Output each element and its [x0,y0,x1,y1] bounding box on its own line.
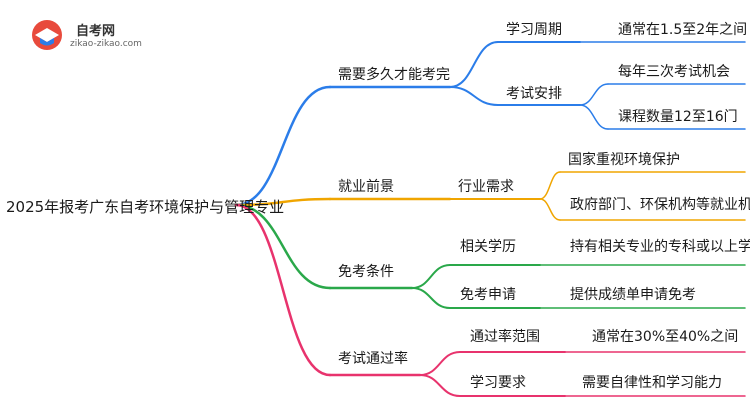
branch-duration: 需要多久才能考完 [338,67,450,83]
leaf-education: 持有相关专业的专科或以上学历 [570,239,750,255]
leaf-exemption-apply: 提供成绩单申请免考 [570,287,696,303]
connector-root-exemption [234,203,332,290]
connector-passrate-requirement [419,374,461,397]
node-education: 相关学历 [460,239,516,255]
node-pass-range: 通过率范围 [470,329,540,345]
logo-url: zikao-zikao.com [70,39,142,49]
root-topic: 2025年报考广东自考环境保护与管理专业 [6,198,285,216]
site-logo: 自考网 zikao-zikao.com [30,18,150,54]
logo-title: 自考网 [76,24,116,39]
connector-schedule-courses [579,104,609,130]
branch-pass-rate: 考试通过率 [338,351,408,367]
branch-exemption: 免考条件 [338,264,394,280]
connector-industry-jobs [539,198,561,221]
node-industry-demand: 行业需求 [458,179,514,195]
leaf-job-opportunities: 政府部门、环保机构等就业机会 [570,197,750,213]
connector-root-employment [234,197,332,207]
connector-exemption-apply [411,287,451,309]
leaf-exam-chances: 每年三次考试机会 [618,64,730,80]
connector-root-duration [234,85,332,207]
node-study-requirement: 学习要求 [470,375,526,391]
leaf-study-period: 通常在1.5至2年之间 [618,22,748,38]
connector-passrate-range [419,351,461,376]
node-study-period: 学习周期 [506,22,562,38]
leaf-env-protection: 国家重视环境保护 [568,152,680,168]
connector-schedule-chances [579,83,609,106]
node-exemption-apply: 免考申请 [460,287,516,303]
connector-root-passrate [234,203,332,377]
graduation-cap-icon [32,20,62,50]
connector-duration-period [449,41,499,88]
leaf-course-count: 课程数量12至16门 [618,109,738,125]
node-exam-schedule: 考试安排 [506,86,562,102]
connector-exemption-education [411,264,451,289]
branch-employment: 就业前景 [338,179,394,195]
leaf-study-requirement: 需要自律性和学习能力 [582,375,722,391]
connector-duration-schedule [449,86,499,106]
connector-industry-env [539,171,561,200]
leaf-pass-range: 通常在30%至40%之间 [592,329,739,345]
